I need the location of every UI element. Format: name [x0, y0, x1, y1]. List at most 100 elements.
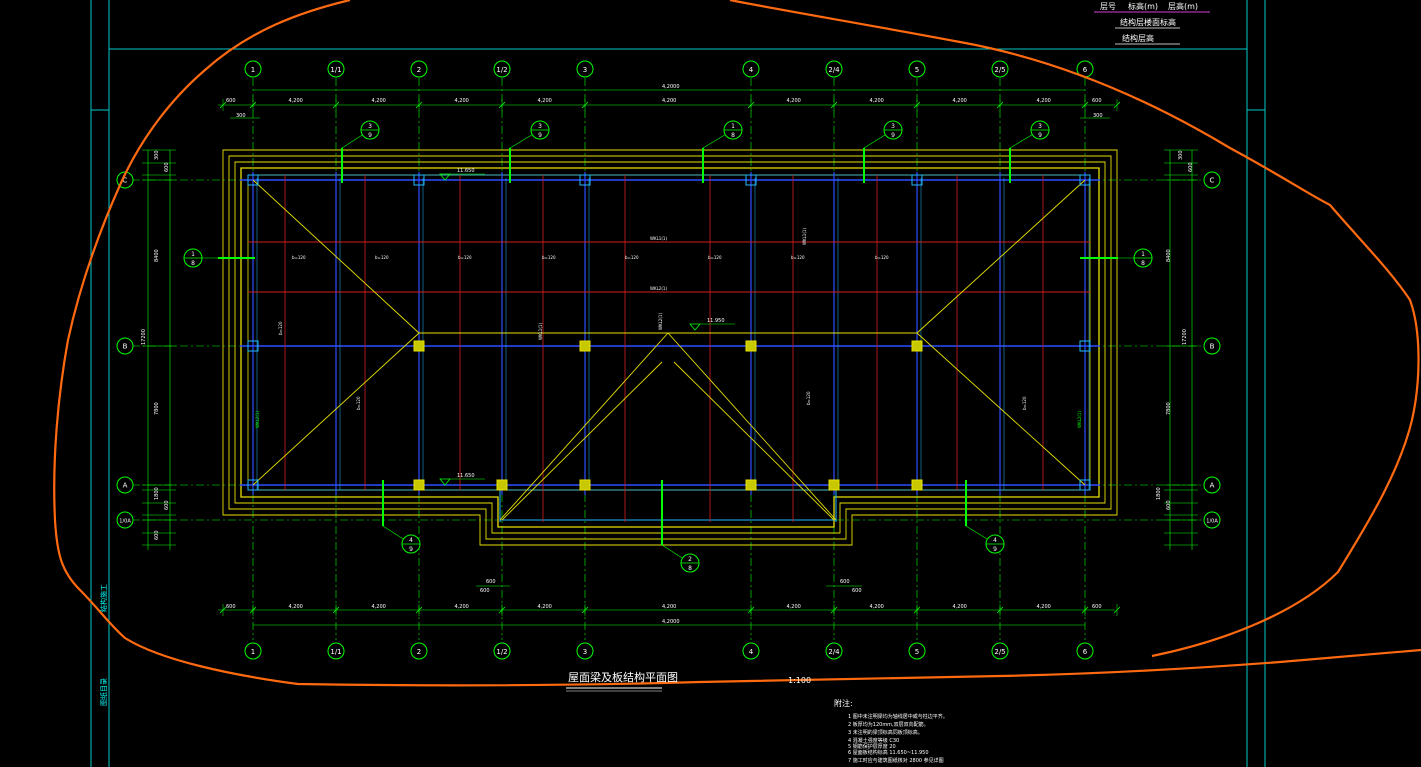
axis-bubble-top-4 — [742, 60, 760, 78]
dim-top-bay-8: 4,200 — [1037, 98, 1051, 104]
column-11 — [1079, 340, 1091, 352]
axis-bubble-left-1/0A — [116, 511, 134, 529]
section-top-3: 3 — [891, 123, 895, 130]
axis-bubble-label: 4 — [749, 648, 754, 656]
section-top-7: 4 — [409, 537, 413, 544]
axis-bubble-top-2/4 — [825, 60, 843, 78]
left-margin-label-a: 结构施工 — [99, 584, 108, 612]
dim-top-bay-0: 4,200 — [289, 98, 303, 104]
dim-small-top-right: 300 — [1093, 113, 1103, 119]
dim-notch-0: 600 — [486, 579, 496, 585]
drawing-title-group: 屋面梁及板结构平面图 1:100 — [566, 670, 811, 692]
dim-notch-3: 600 — [852, 588, 862, 594]
note-line-4: 4 混凝土强度等级 C30 — [848, 737, 899, 744]
axis-bubble-label: C — [1210, 177, 1215, 185]
dim-left-vert-text-0: 300 — [154, 150, 160, 160]
axis-bubble-label: 1 — [251, 648, 255, 656]
column-0 — [247, 174, 259, 186]
beam-tag-b: WKL2(1) — [650, 286, 667, 291]
axis-bubble-label: 2/5 — [994, 66, 1005, 74]
section-top-0: 3 — [368, 123, 372, 130]
hip-line-2 — [916, 179, 1086, 334]
note-line-3: 3 未注明的梁顶标高同板顶标高。 — [848, 729, 923, 736]
title-block: 层号 标高(m) 层高(m) 结构层楼面标高 结构层高 — [1094, 1, 1210, 45]
notes-heading: 附注: — [834, 698, 853, 708]
axis-bubble-label: 1/1 — [330, 648, 341, 656]
dim-notch-2: 600 — [840, 579, 850, 585]
axis-bubble-left-B — [116, 337, 134, 355]
section-bottom-0: 9 — [368, 132, 372, 139]
column-layer — [247, 174, 1091, 491]
axis-bubble-label: 1/2 — [496, 66, 507, 74]
section-bottom-4: 9 — [1038, 132, 1042, 139]
title-block-floor-elev: 结构层楼面标高 — [1120, 17, 1176, 27]
beam-label-h-0: b=120 — [292, 255, 306, 260]
dim-overall-bottom-text: 4,2000 — [662, 619, 680, 625]
section-top-2: 1 — [731, 123, 735, 130]
elevation-top: 11.650 — [457, 168, 475, 174]
beam-label-h-5: b=120 — [708, 255, 722, 260]
dimension-layer: 4,200 4,200 4,200 4,200 4,200 4,200 4,200 4,200… — [141, 84, 1198, 626]
column-12 — [247, 479, 259, 491]
column-13 — [413, 479, 425, 491]
section-top-1: 3 — [538, 123, 542, 130]
dim-bottom-bay-0: 4,200 — [289, 604, 303, 610]
elevation-bottom-mark — [439, 478, 451, 486]
dim-top-bay-7: 4,200 — [953, 98, 967, 104]
dim-overall-top-text: 4,2000 — [662, 84, 680, 90]
axis-bubble-label: 5 — [915, 66, 919, 74]
dim-bottom-bay-2: 4,200 — [455, 604, 469, 610]
column-17 — [828, 479, 840, 491]
beam-label-h-2: b=120 — [458, 255, 472, 260]
title-block-floor-height: 结构层高 — [1122, 33, 1154, 43]
hip-line-6 — [667, 332, 837, 521]
beam-label-v-1: b=120 — [356, 396, 361, 410]
column-16 — [745, 479, 757, 491]
title-block-height: 层高(m) — [1168, 1, 1198, 11]
roof-edge-line-1 — [228, 155, 1112, 540]
axis-bubble-label: 2 — [417, 66, 421, 74]
axis-bubble-top-1/2 — [493, 60, 511, 78]
section-bottom-2: 8 — [731, 132, 735, 139]
hip-line-0 — [252, 179, 420, 334]
dim-right-vert-text-4: 7800 — [1166, 402, 1172, 415]
dim-bottom-edge-right: 600 — [1092, 604, 1102, 610]
axis-bubble-label: 1 — [251, 66, 255, 74]
hip-line-1 — [252, 332, 420, 486]
dim-left-vert-text-7: 600 — [154, 530, 160, 540]
axis-bubble-label: C — [123, 177, 128, 185]
dim-bottom-bay-3: 4,200 — [538, 604, 552, 610]
dim-left-vert-text-3: 17200 — [141, 329, 147, 345]
hip-line-7 — [501, 361, 663, 521]
note-line-2: 2 板厚均为120mm,双层双向配筋。 — [848, 721, 929, 728]
axis-bubble-label: 3 — [583, 66, 587, 74]
beam-tag-a: WKL1(1) — [650, 236, 667, 241]
beam-tag-b-v: WKL2(1) — [658, 313, 663, 330]
column-1 — [413, 174, 425, 186]
beam-layer — [240, 172, 1100, 522]
axis-bubble-top-1 — [244, 60, 262, 78]
axis-bubble-label: 3 — [583, 648, 587, 656]
column-14 — [496, 479, 508, 491]
beam-tag-edge-l: WKL2(1) — [255, 411, 260, 428]
beam-label-v-0: b=120 — [278, 321, 283, 335]
dim-bottom-bay-5: 4,200 — [787, 604, 801, 610]
section-bottom-1: 9 — [538, 132, 542, 139]
roof-edge-line-2 — [234, 161, 1106, 534]
markup-curve-right — [729, 0, 1420, 658]
roof-inner-rect — [247, 174, 1091, 491]
dim-top-bay-6: 4,200 — [870, 98, 884, 104]
beam-tag-a-v2: WKL1(1) — [538, 323, 543, 340]
axis-bubble-bottom-1 — [244, 642, 262, 660]
dim-right-vert-text-5: 1800 — [1156, 487, 1162, 500]
axis-bubble-right-1/0A — [1203, 511, 1221, 529]
roof-outline — [222, 149, 1118, 546]
axis-bubble-label: 1/0A — [119, 519, 131, 525]
dim-left-vert-text-4: 7800 — [154, 402, 160, 415]
title-block-layer: 层号 — [1100, 2, 1116, 11]
column-7 — [413, 340, 425, 352]
axis-bubble-right-C — [1203, 171, 1221, 189]
elevation-top-mark — [439, 173, 451, 181]
